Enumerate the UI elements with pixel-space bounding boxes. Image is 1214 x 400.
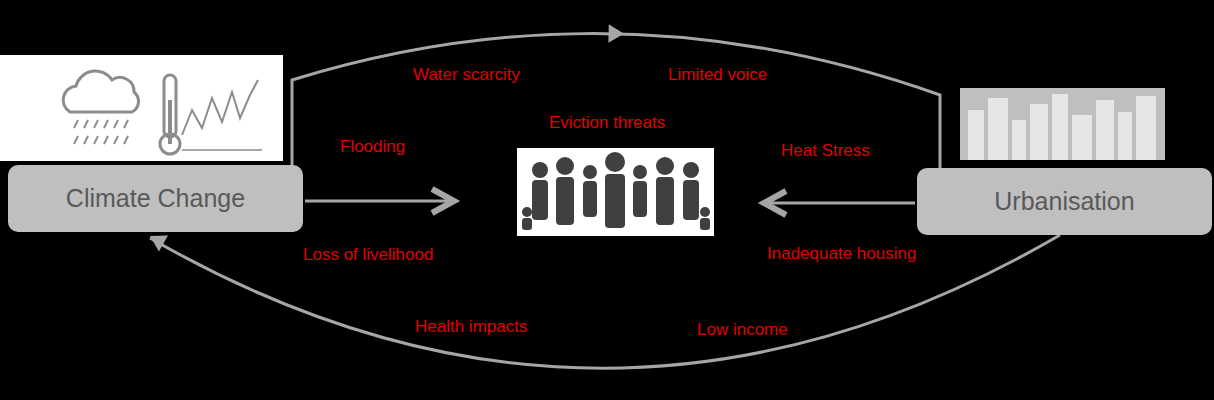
impact-label: Inadequate housing [767,245,916,264]
impact-arrow [305,189,915,215]
impact-label: Eviction threats [549,114,665,133]
cycle-arrow [150,235,1060,368]
impact-label: Limited voice [668,66,767,85]
box-label: Urbanisation [994,187,1134,216]
climate-icon [0,55,283,161]
impact-label: Heat Stress [781,142,870,161]
process-box: Urbanisation [917,168,1212,235]
impact-label: Flooding [340,138,405,157]
impact-label: Health impacts [415,318,527,337]
box-label: Climate Change [66,184,245,213]
people-icon [517,148,714,236]
impact-label: Loss of livelihood [303,246,433,265]
impact-label: Water scarcity [413,66,520,85]
impact-label: Low income [697,321,788,340]
cycle-arrow [292,24,940,168]
process-box: Climate Change [8,165,303,232]
city-icon [960,88,1165,160]
